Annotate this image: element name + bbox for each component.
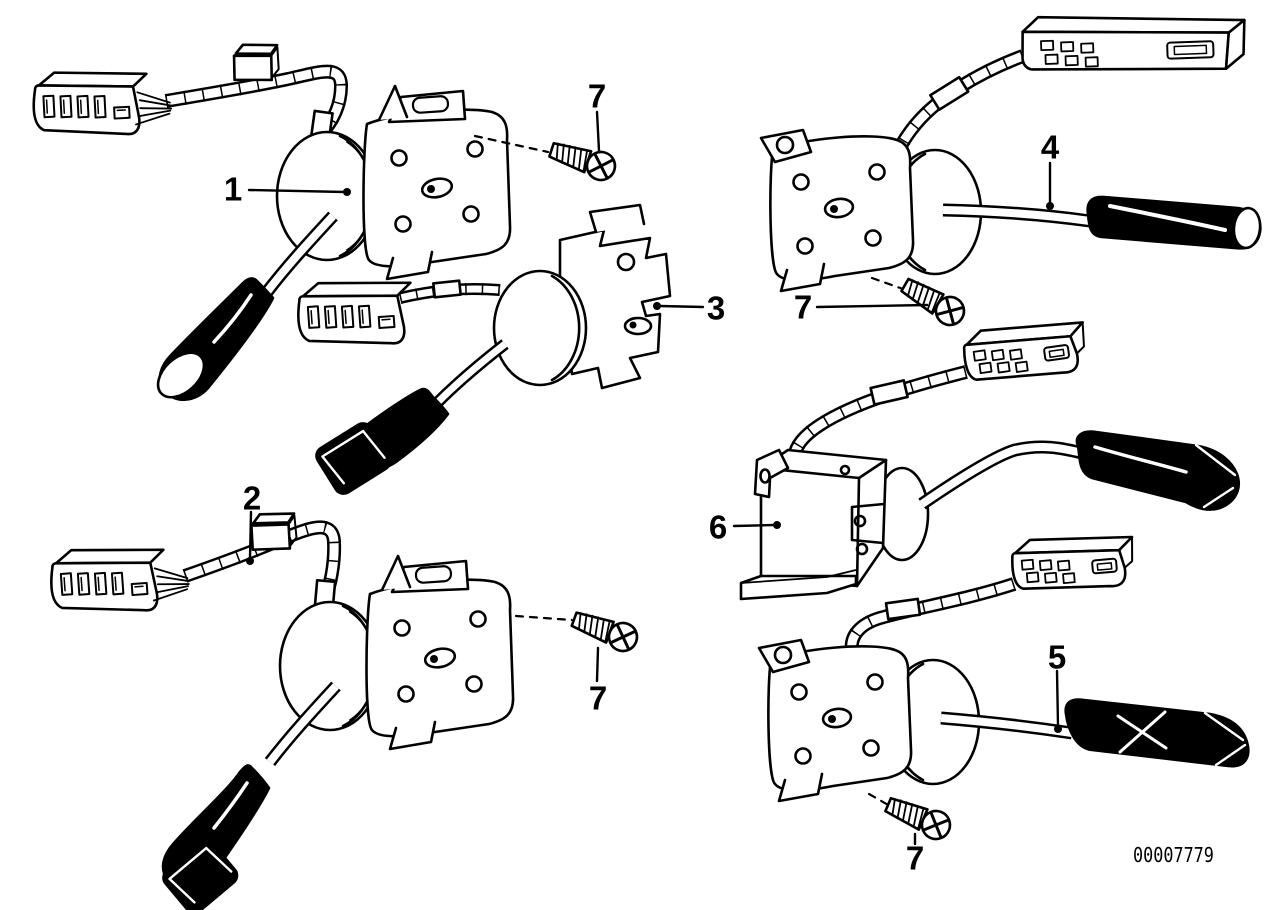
switch-assembly-1 bbox=[30, 39, 621, 401]
connector-plug-4 bbox=[1021, 15, 1246, 71]
callout-7-screw-bottom[interactable]: 7 bbox=[905, 839, 925, 877]
screw-7-bottom bbox=[881, 790, 956, 845]
image-number: 00007779 bbox=[1133, 843, 1214, 867]
callout-6[interactable]: 6 bbox=[708, 508, 728, 546]
callout-4[interactable]: 4 bbox=[1040, 128, 1060, 166]
switch-assembly-5 bbox=[757, 529, 1250, 845]
switch-assembly-3 bbox=[294, 203, 672, 499]
switch-assembly-4 bbox=[759, 15, 1262, 332]
connector-plug-1 bbox=[30, 66, 151, 141]
screw-alignment-line bbox=[473, 134, 550, 154]
screw-alignment-line bbox=[514, 614, 574, 622]
connector-plug-3 bbox=[294, 275, 416, 352]
switch-assembly-2 bbox=[47, 508, 643, 910]
callout-7-screw-left[interactable]: 7 bbox=[588, 679, 608, 717]
stalk-grip-6 bbox=[1075, 430, 1241, 511]
screw-7-top bbox=[545, 135, 621, 186]
connector-plug-2 bbox=[47, 542, 169, 619]
callout-5[interactable]: 5 bbox=[1047, 638, 1067, 676]
callout-leader-lines bbox=[246, 110, 1062, 846]
screw-7-left bbox=[567, 604, 643, 657]
callout-7-screw-top[interactable]: 7 bbox=[587, 77, 607, 115]
connector-plug-5 bbox=[1008, 529, 1138, 597]
relay-block-6 bbox=[739, 448, 888, 601]
screw-alignment-line bbox=[867, 792, 892, 808]
connector-plug-6 bbox=[959, 315, 1091, 388]
callout-3[interactable]: 3 bbox=[706, 289, 726, 327]
screw-7-right bbox=[896, 271, 971, 332]
callout-1[interactable]: 1 bbox=[223, 170, 243, 208]
screw-alignment-line bbox=[870, 276, 905, 291]
stalk-grip-5 bbox=[1064, 698, 1250, 768]
callout-7-screw-right[interactable]: 7 bbox=[793, 288, 813, 326]
switch-assembly-6 bbox=[739, 315, 1241, 601]
callout-2[interactable]: 2 bbox=[242, 479, 262, 517]
harness-clip bbox=[229, 39, 283, 86]
